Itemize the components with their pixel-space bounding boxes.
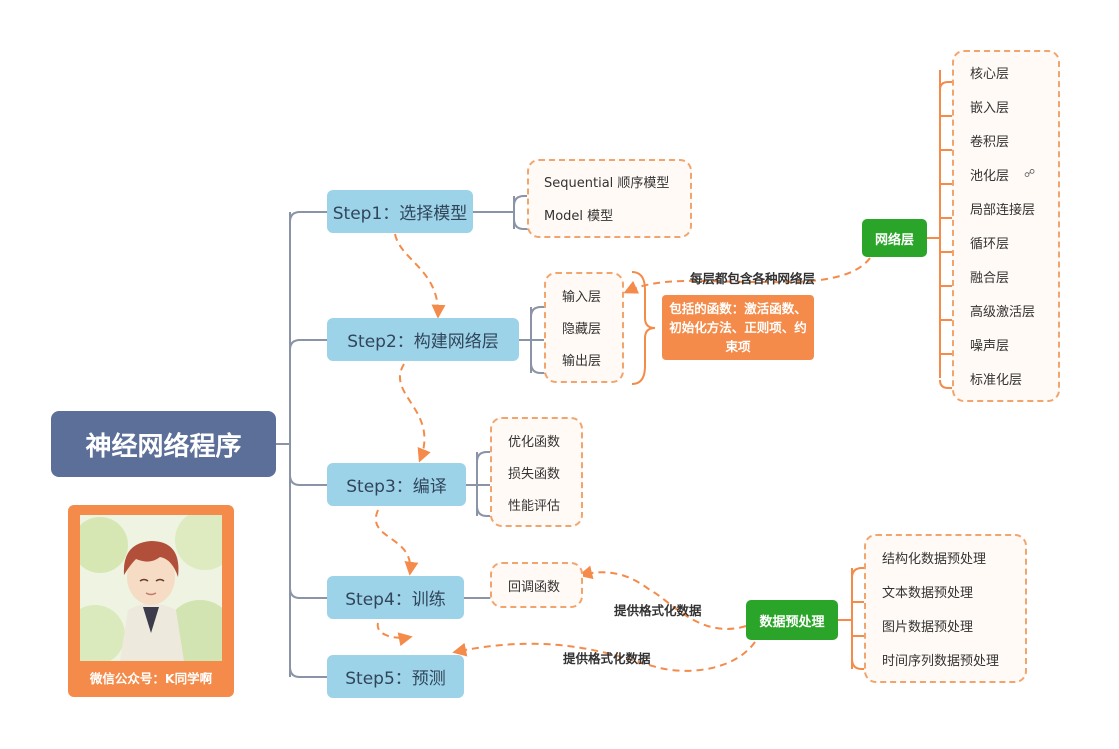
network-layer-item-embedding[interactable]: 嵌入层 [970, 101, 1010, 116]
step3-node[interactable]: Step3：编译 [327, 463, 466, 506]
step2-children-line [519, 306, 612, 374]
step3-children-line [466, 451, 575, 517]
model-types-frame [527, 159, 692, 238]
compile-loss[interactable]: 损失函数 [508, 467, 561, 482]
trunk-line [276, 212, 291, 677]
branch-step1 [289, 211, 327, 223]
network-layer-frame [952, 50, 1060, 402]
preprocess-children-line [838, 568, 853, 669]
flow-arrow-3-4 [374, 509, 419, 576]
train-items-frame [490, 562, 583, 608]
model-type-sequential[interactable]: Sequential 顺序模型 [544, 176, 670, 191]
compile-metrics[interactable]: 性能评估 [508, 499, 561, 514]
network-layer-edge [623, 257, 871, 294]
layer-output[interactable]: 输出层 [562, 354, 602, 369]
layers-stack-frame [544, 272, 624, 383]
link-icon[interactable]: ☍ [1024, 167, 1036, 180]
wechat-caption: 微信公众号：K同学啊 [89, 671, 213, 686]
preprocess-train-edge-label: 提供格式化数据 [614, 603, 702, 618]
preprocess-item-structured[interactable]: 结构化数据预处理 [882, 552, 987, 567]
step5-node[interactable]: Step5：预测 [327, 655, 464, 698]
compile-items-frame [490, 417, 583, 527]
preprocess-to-predict-edge [452, 641, 756, 672]
layer-input[interactable]: 输入层 [562, 290, 602, 305]
avatar-illustration [80, 515, 222, 661]
network-layer-children-line [927, 70, 941, 378]
branch-step2 [289, 339, 327, 351]
network-layer-item-locally-connected[interactable]: 局部连接层 [970, 203, 1036, 218]
preprocess-predict-edge-label: 提供格式化数据 [563, 651, 651, 666]
network-layer-item-noise[interactable]: 噪声层 [970, 339, 1010, 354]
branch-step3 [289, 474, 327, 486]
network-layer-item-core[interactable]: 核心层 [970, 67, 1010, 82]
network-layer-item-pooling[interactable]: 池化层 [970, 169, 1010, 184]
preprocess-item-text[interactable]: 文本数据预处理 [882, 586, 974, 601]
network-layer-item-normalization[interactable]: 标准化层 [970, 373, 1023, 388]
step4-node[interactable]: Step4：训练 [327, 576, 464, 619]
flow-arrow-1-2 [394, 233, 446, 319]
layer-hidden[interactable]: 隐藏层 [562, 322, 602, 337]
compile-optimizer[interactable]: 优化函数 [508, 435, 561, 450]
wechat-card: 微信公众号：K同学啊 [68, 505, 234, 697]
layers-brace [631, 271, 656, 385]
preprocess-node[interactable]: 数据预处理 [746, 600, 838, 640]
network-layer-edge-label: 每层都包含各种网络层 [690, 271, 816, 286]
root-node[interactable]: 神经网络程序 [51, 411, 276, 477]
branch-step5 [289, 666, 327, 678]
model-type-model[interactable]: Model 模型 [544, 209, 614, 224]
preprocess-item-timeseries[interactable]: 时间序列数据预处理 [882, 654, 1000, 669]
flow-arrow-4-5 [376, 622, 413, 647]
step1-node[interactable]: Step1：选择模型 [327, 190, 473, 233]
network-layer-item-conv[interactable]: 卷积层 [970, 135, 1010, 150]
step1-children-line [473, 195, 680, 230]
step2-node[interactable]: Step2：构建网络层 [327, 318, 519, 361]
network-layer-item-merge[interactable]: 融合层 [970, 271, 1010, 286]
flow-arrow-2-3 [398, 363, 431, 463]
network-layer-node[interactable]: 网络层 [862, 219, 927, 257]
network-layer-item-advanced-activation[interactable]: 高级激活层 [970, 305, 1036, 320]
preprocess-item-image[interactable]: 图片数据预处理 [882, 620, 974, 635]
train-callback[interactable]: 回调函数 [508, 580, 561, 595]
functions-note[interactable]: 包括的函数：激活函数、初始化方法、正则项、约束项 [662, 295, 814, 360]
preprocess-frame [864, 534, 1027, 683]
branch-step4 [289, 587, 327, 599]
network-layer-item-recurrent[interactable]: 循环层 [970, 237, 1010, 252]
